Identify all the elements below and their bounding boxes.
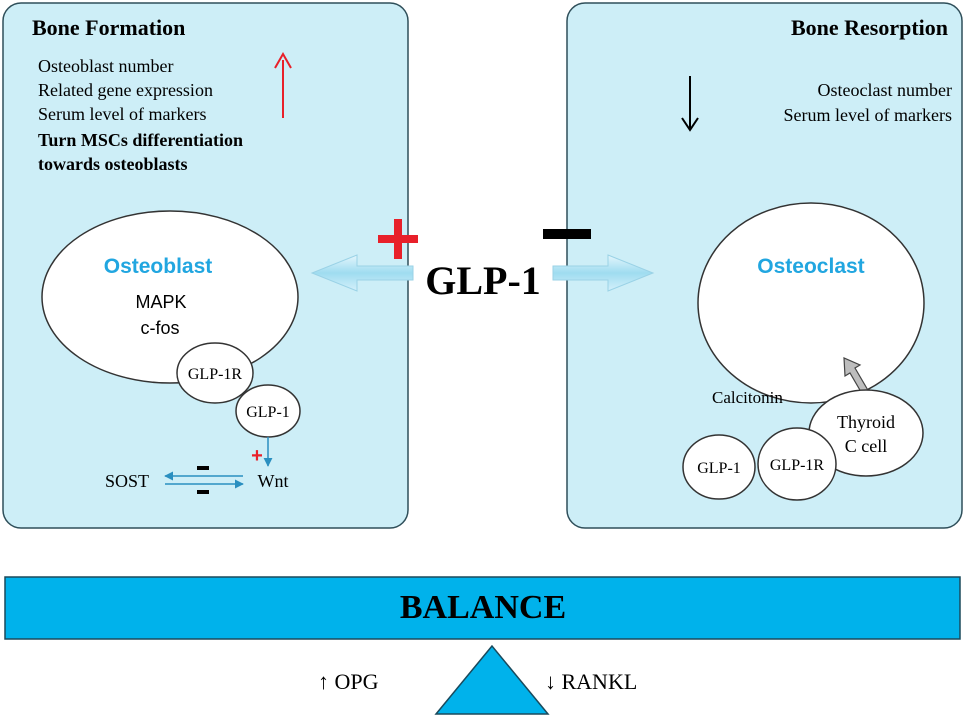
sost-label: SOST bbox=[105, 471, 149, 491]
osteoblast-number-text: Osteoblast number bbox=[38, 56, 173, 76]
c-cell-label: C cell bbox=[845, 436, 888, 456]
calcitonin-arrow bbox=[843, 357, 870, 398]
osteoblast-label: Osteoblast bbox=[104, 255, 213, 278]
rankl-label: ↓ RANKL bbox=[545, 669, 637, 694]
bone-resorption-title: Bone Resorption bbox=[791, 15, 948, 40]
opg-label: ↑ OPG bbox=[318, 669, 379, 694]
balance-bar bbox=[4, 576, 961, 640]
glp1r-receptor-right bbox=[757, 427, 837, 501]
glp1r-label-left: GLP-1R bbox=[188, 366, 243, 383]
glp1r-label-right: GLP-1R bbox=[770, 457, 825, 474]
mapk-label: MAPK bbox=[135, 292, 186, 312]
thyroid-label: Thyroid bbox=[837, 412, 895, 432]
osteoclast-label: Osteoclast bbox=[757, 255, 864, 278]
osteoclast-cell bbox=[697, 202, 925, 404]
serum-markers-right-text: Serum level of markers bbox=[784, 105, 952, 125]
increase-arrow-icon bbox=[274, 51, 292, 118]
glp1-label-left: GLP-1 bbox=[246, 404, 290, 421]
osteoblast-cell bbox=[41, 210, 299, 384]
serum-markers-text: Serum level of markers bbox=[38, 104, 206, 124]
wnt-label: Wnt bbox=[258, 471, 289, 491]
wnt-plus-sign: + bbox=[251, 445, 263, 467]
c-fos-label: c-fos bbox=[140, 318, 179, 338]
towards-osteoblasts-text: towards osteoblasts bbox=[38, 154, 188, 174]
decrease-arrow-icon bbox=[681, 76, 699, 132]
related-gene-expression-text: Related gene expression bbox=[38, 80, 213, 100]
calcitonin-label: Calcitonin bbox=[712, 388, 783, 407]
stimulate-plus-icon bbox=[378, 219, 418, 259]
glp1-ligand-right bbox=[682, 434, 756, 500]
glp1-label-right: GLP-1 bbox=[697, 460, 741, 477]
msc-differentiation-text: Turn MSCs differentiation bbox=[38, 130, 243, 150]
right-pointing-arrow bbox=[552, 254, 655, 292]
balance-label: BALANCE bbox=[400, 589, 566, 626]
bone-formation-title: Bone Formation bbox=[32, 15, 185, 40]
sost-wnt-minus-top bbox=[197, 466, 209, 470]
glp1-center-label: GLP-1 bbox=[425, 258, 541, 303]
left-pointing-arrow bbox=[310, 254, 414, 292]
glp1r-receptor-left bbox=[176, 342, 254, 404]
inhibit-minus-icon bbox=[543, 229, 591, 239]
sost-wnt-minus-bottom bbox=[197, 490, 209, 494]
fulcrum-triangle bbox=[434, 644, 550, 715]
osteoclast-number-text: Osteoclast number bbox=[818, 80, 952, 100]
